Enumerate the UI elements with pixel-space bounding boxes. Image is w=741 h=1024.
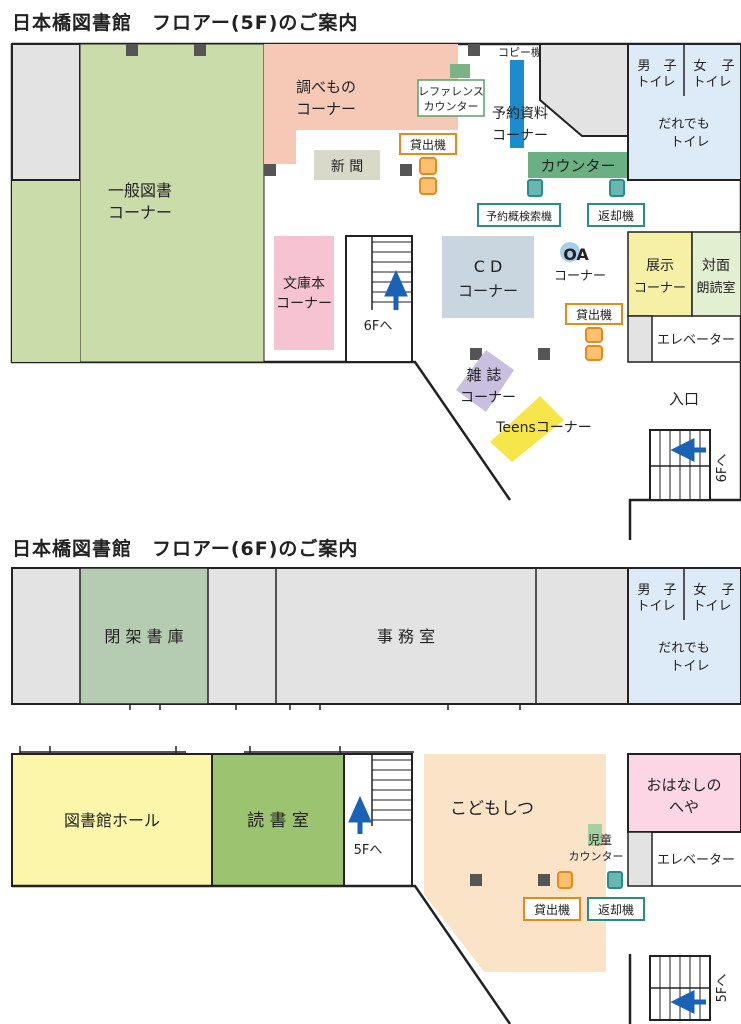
lending-machine-1[interactable]	[399, 133, 457, 155]
story-room-label-2: へや	[669, 798, 699, 816]
general-books-area	[79, 43, 265, 363]
stairs-down-5f[interactable]	[649, 429, 711, 501]
elevator-5f[interactable]	[627, 315, 653, 363]
svg-text:トイレ: トイレ	[636, 599, 675, 614]
bunko-area	[274, 236, 334, 350]
cd-label-2: コーナー	[458, 282, 518, 300]
library-hall-area	[11, 753, 213, 887]
toilet-female-5f: 女	[693, 58, 706, 74]
main-counter[interactable]	[528, 152, 628, 178]
stairs-down-5f-label: 6Fへ	[715, 454, 730, 483]
newspaper-label: 新 聞	[331, 159, 363, 175]
toilet-anyone-6f: だれでも	[658, 641, 710, 656]
exhibit-label-2: コーナー	[634, 281, 686, 296]
toilet-anyone-5f: だれでも	[658, 117, 710, 132]
elevator-6f-label: エレベーター	[657, 853, 735, 868]
stairs-down-6f[interactable]	[343, 753, 413, 887]
cd-label-1: C D	[474, 257, 503, 276]
svg-text:子: 子	[663, 59, 676, 74]
reading-room-label-2: 朗読室	[696, 280, 735, 296]
reserved-label-2: コーナー	[492, 128, 548, 144]
copier-label: コピー機	[498, 45, 542, 59]
newspaper-area	[314, 150, 380, 180]
floor5-map: 一般図書 コーナー 調べもの コーナー レファレンス カウンター コピー機 予約…	[10, 42, 741, 540]
reference-counter-label-2: カウンター	[424, 100, 479, 113]
stairs-side-6f[interactable]	[649, 955, 711, 1021]
reading-room-area	[691, 231, 741, 317]
story-room-label-1: おはなしの	[646, 776, 721, 794]
reserve-search-label: 予約概検索機	[486, 209, 552, 223]
teens-label: Teensコーナー	[495, 420, 592, 436]
toilet-male-5f: 男	[637, 59, 650, 74]
entrance-label: 入口	[669, 390, 699, 408]
lending-machine-2-label: 貸出機	[576, 307, 612, 322]
oa-label-2: コーナー	[554, 269, 606, 284]
main-counter-label: カウンター	[540, 157, 615, 175]
kids-counter-label-2: カウンター	[569, 850, 624, 863]
reserved-label-1: 予約資料	[492, 106, 548, 122]
research-area	[264, 44, 458, 164]
lending-machine-1-label: 貸出機	[410, 137, 446, 152]
office-label: 事 務 室	[377, 627, 435, 646]
research-label-2: コーナー	[296, 100, 356, 118]
elevator-6f[interactable]	[627, 831, 653, 887]
lending-machine-6f[interactable]	[523, 897, 581, 921]
lending-machine-2[interactable]	[565, 303, 623, 325]
general-books-area-left	[12, 180, 80, 362]
reading-room-6f-area	[211, 753, 345, 887]
floor6-map: 閉 架 書 庫 事 務 室 男 子 トイレ 女 子 トイレ だれでも トイレ 図…	[11, 567, 741, 1024]
return-machine-6f-label: 返却機	[598, 902, 634, 917]
magazine-label-1: 雑 誌	[467, 366, 502, 384]
story-room-area	[627, 753, 741, 833]
stairs-down-6f-label: 5Fへ	[354, 843, 383, 858]
reference-counter[interactable]	[417, 79, 485, 117]
elevator-5f-label: エレベーター	[657, 333, 735, 348]
floor5-grey-left	[11, 43, 81, 181]
svg-text:トイレ: トイレ	[692, 75, 731, 90]
general-books-label-2: コーナー	[108, 203, 172, 222]
return-machine-6f[interactable]	[587, 897, 645, 921]
closed-stacks-label: 閉 架 書 庫	[104, 627, 183, 646]
stairs-side-6f-label: 5Fへ	[715, 974, 730, 1003]
bunko-label-2: コーナー	[276, 296, 332, 312]
exhibit-area	[627, 231, 693, 317]
svg-text:トイレ: トイレ	[636, 75, 675, 90]
stairs-up-5f[interactable]	[345, 235, 413, 363]
svg-text:トイレ: トイレ	[692, 599, 731, 614]
general-books-label-1: 一般図書	[108, 181, 172, 200]
floor5-title: 日本橋図書館 フロアー(5F)のご案内	[12, 12, 359, 34]
return-machine-5f-label: 返却機	[598, 208, 634, 223]
reading-room-label-1: 対面	[702, 258, 730, 274]
svg-text:子: 子	[721, 583, 734, 598]
reading-room-6f-label: 読 書 室	[247, 811, 309, 831]
toilet-male-6f: 男	[637, 583, 650, 598]
svg-text:子: 子	[721, 59, 734, 74]
kids-room-label: こどもしつ	[450, 799, 534, 819]
library-hall-label: 図書館ホール	[64, 811, 160, 830]
magazine-area	[456, 350, 514, 412]
kids-counter-label-1: 児童	[588, 832, 612, 847]
toilet-female-6f: 女	[693, 582, 706, 598]
bunko-label-1: 文庫本	[283, 275, 325, 292]
research-label-1: 調べもの	[296, 78, 356, 96]
magazine-label-2: コーナー	[460, 390, 516, 406]
reserve-search-machine[interactable]	[477, 203, 561, 227]
lending-machine-6f-label: 貸出機	[534, 902, 570, 917]
teens-area	[490, 396, 564, 462]
svg-text:子: 子	[663, 583, 676, 598]
floor5-grey-upper	[539, 43, 629, 137]
oa-label-1: OA	[563, 245, 589, 264]
floor6-title: 日本橋図書館 フロアー(6F)のご案内	[12, 538, 359, 560]
stairs-up-5f-label: 6Fへ	[364, 319, 393, 334]
reserved-shelf	[510, 60, 524, 148]
closed-stacks-area	[79, 567, 209, 705]
svg-text:トイレ: トイレ	[670, 135, 709, 150]
cd-area	[442, 236, 534, 318]
return-machine-5f[interactable]	[587, 203, 645, 227]
reference-counter-label-1: レファレンス	[418, 85, 484, 98]
svg-text:トイレ: トイレ	[670, 659, 709, 674]
exhibit-label-1: 展示	[646, 258, 674, 274]
